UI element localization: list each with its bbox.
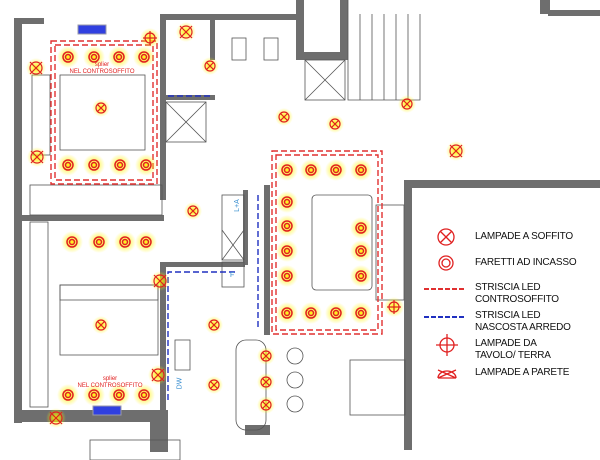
legend-icons xyxy=(424,228,466,379)
table-floor-lamp-icon xyxy=(143,31,157,45)
legend-label-table-floor-lamp: LAMPADE DA TAVOLO/ TERRA xyxy=(475,338,551,361)
recessed-spotlight-icon xyxy=(138,389,150,401)
ceiling-lamp-icon xyxy=(329,118,341,130)
recessed-spotlight-icon xyxy=(88,159,100,171)
ceiling-lamp-icon xyxy=(204,60,216,72)
split-note-bottom-sub: NEL CONTROSOFFITO xyxy=(77,383,143,389)
recessed-spotlight-icon xyxy=(62,159,74,171)
recessed-spotlight-icon xyxy=(119,236,131,248)
led-strip-living-outer xyxy=(271,150,383,335)
recessed-spotlight-icon xyxy=(281,164,293,176)
recessed-spotlight-icon xyxy=(114,159,126,171)
recessed-spotlight-icon xyxy=(355,245,367,257)
wall-lamp-icon xyxy=(49,411,63,425)
walls xyxy=(14,0,600,452)
wall-lamp-icon xyxy=(30,150,44,164)
recessed-spotlight-icon xyxy=(281,220,293,232)
wall-lamp-icon xyxy=(437,369,457,379)
recessed-spotlight-icon xyxy=(62,389,74,401)
ceiling-lamp-icon xyxy=(208,319,220,331)
recessed-spotlight-icon xyxy=(438,255,454,271)
recessed-spotlight-icon xyxy=(281,196,293,208)
recessed-spotlight-icon xyxy=(305,164,317,176)
table-floor-lamp-icon xyxy=(436,334,458,356)
wall-lamp-icon xyxy=(449,144,463,158)
legend-label-led-ceiling: STRISCIA LED CONTROSOFFITO xyxy=(475,282,559,305)
ceiling-lamp-icon xyxy=(401,98,413,110)
recessed-spotlight-icon xyxy=(355,164,367,176)
ceiling-lamp-icon xyxy=(187,205,199,217)
ceiling-lamp-icon xyxy=(208,379,220,391)
recessed-spotlight-icon xyxy=(305,307,317,319)
split-ac-unit-bottom xyxy=(92,405,122,416)
split-note-top-sub: NEL CONTROSOFFITO xyxy=(69,69,135,75)
recessed-spotlight-icon xyxy=(138,51,150,63)
wall-lamp-icon xyxy=(179,25,193,39)
recessed-spotlight-icon xyxy=(113,389,125,401)
wall-lamp-icon xyxy=(29,61,43,75)
ceiling-lamp-icon xyxy=(260,350,272,362)
recessed-spotlight-icon xyxy=(330,307,342,319)
wall-lamp-icon xyxy=(153,274,167,288)
recessed-spotlight-icon xyxy=(281,270,293,282)
led-strip-living xyxy=(275,154,379,331)
recessed-spotlight-icon xyxy=(113,51,125,63)
wall-lamp-icon xyxy=(151,368,165,382)
ceiling-lamp-icon xyxy=(260,376,272,388)
recessed-spotlight-icon xyxy=(330,164,342,176)
ceiling-lamp-icon xyxy=(95,102,107,114)
ceiling-lamp-icon xyxy=(260,399,272,411)
led-strip-kitchen xyxy=(167,271,235,400)
ceiling-lamp-icon xyxy=(278,111,290,123)
dishwasher-label: DW xyxy=(176,377,184,390)
recessed-spotlight-icon xyxy=(355,307,367,319)
split-note-top: splier xyxy=(94,62,110,68)
recessed-spotlight-icon xyxy=(93,236,105,248)
split-note-bottom: splier xyxy=(102,376,118,382)
recessed-spotlight-icon xyxy=(88,389,100,401)
recessed-spotlight-icon xyxy=(140,236,152,248)
recessed-spotlight-icon xyxy=(62,51,74,63)
recessed-spotlight-icon xyxy=(281,307,293,319)
washer-label: L+A xyxy=(233,199,241,212)
legend-label-wall-lamp: LAMPADE A PARETE xyxy=(475,367,570,378)
led-strip-bedroom-1-outer xyxy=(50,40,158,185)
table-floor-lamp-icon xyxy=(387,300,401,314)
legend-label-recessed-spot: FARETTI AD INCASSO xyxy=(475,257,577,268)
ceiling-lamp-icon xyxy=(437,228,455,246)
recessed-spotlight-icon xyxy=(88,51,100,63)
ceiling-lamp-icon xyxy=(95,319,107,331)
led-strip-bedroom-1 xyxy=(54,44,154,181)
fridge-label: F xyxy=(230,272,235,279)
recessed-spotlight-icon xyxy=(355,270,367,282)
legend-label-led-furniture: STRISCIA LED NASCOSTA ARREDO xyxy=(475,310,571,333)
legend-label-ceiling-lamp: LAMPADE A SOFFITO xyxy=(475,231,573,242)
recessed-spotlight-icon xyxy=(66,236,78,248)
split-ac-unit-top xyxy=(77,24,107,35)
recessed-spotlight-icon xyxy=(281,245,293,257)
recessed-spotlight-icon xyxy=(140,159,152,171)
recessed-spotlight-icon xyxy=(355,222,367,234)
